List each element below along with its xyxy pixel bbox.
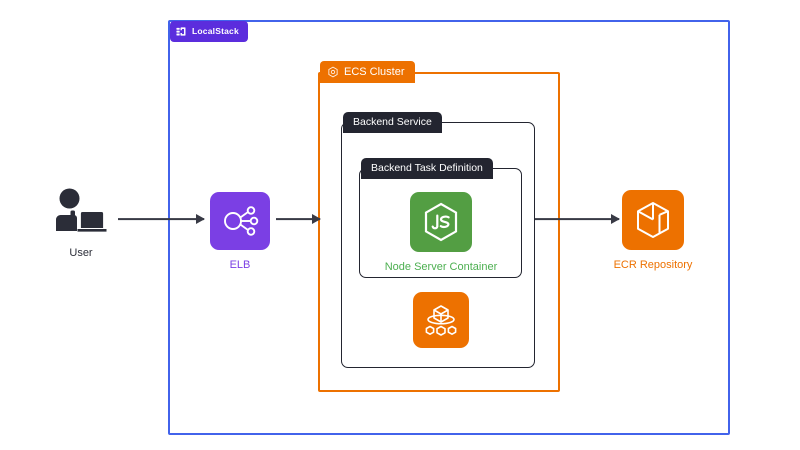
user-at-laptop-icon	[51, 186, 111, 238]
connector-line	[535, 218, 619, 220]
aws-ecr-icon	[622, 190, 684, 250]
localstack-label-text: LocalStack	[192, 26, 239, 37]
arrow-head-icon	[196, 214, 205, 224]
connector-elb-to-ecs-cluster	[276, 214, 321, 224]
connector-user-to-elb	[118, 214, 205, 224]
ecs-cluster-label-text: ECS Cluster	[344, 65, 405, 78]
node-ecr-repository-label: ECR Repository	[613, 259, 693, 271]
backend-service-boundary-label: Backend Service	[343, 112, 442, 133]
nodejs-icon	[410, 192, 472, 252]
node-ecs-service-icon	[413, 292, 469, 348]
arrow-head-icon	[611, 214, 620, 224]
node-node-server-container-label: Node Server Container	[384, 261, 498, 273]
arrow-head-icon	[312, 214, 321, 224]
aws-ecs-icon	[413, 292, 469, 348]
node-ecr-repository: ECR Repository	[614, 190, 692, 271]
connector-line	[118, 218, 204, 220]
ecs-cluster-boundary-label: ECS Cluster	[320, 61, 415, 83]
node-elb: ELB	[210, 192, 270, 271]
ecs-cluster-gear-icon	[327, 66, 339, 78]
ecs-cluster-boundary	[318, 72, 560, 392]
node-user-label: User	[69, 247, 93, 259]
node-node-server-container: Node Server Container	[385, 192, 497, 273]
backend-task-definition-boundary-label: Backend Task Definition	[361, 158, 493, 179]
backend-service-label-text: Backend Service	[353, 116, 432, 129]
localstack-boundary	[168, 20, 730, 435]
node-elb-label: ELB	[229, 259, 251, 271]
connector-backend-service-to-ecr	[535, 214, 620, 224]
node-user: User	[41, 186, 121, 259]
localstack-boundary-label: LocalStack	[170, 21, 248, 42]
backend-task-definition-label-text: Backend Task Definition	[371, 162, 483, 175]
elastic-load-balancer-icon	[210, 192, 270, 250]
connector-line	[276, 218, 320, 220]
localstack-logo-icon	[176, 26, 187, 37]
